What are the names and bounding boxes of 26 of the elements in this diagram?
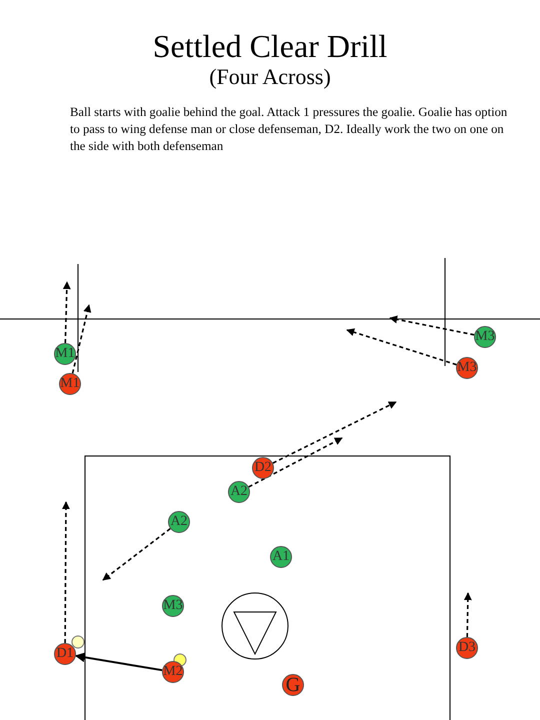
player-marker: A1 <box>270 546 292 568</box>
player-marker: M3 <box>474 326 496 348</box>
player-marker: M2 <box>162 661 184 683</box>
arrow <box>74 652 162 672</box>
player-marker: G <box>282 674 304 696</box>
diagram-title: Settled Clear Drill <box>152 28 388 64</box>
player-marker: M1 <box>59 373 81 395</box>
arrow <box>72 304 92 374</box>
player-marker: D1 <box>54 643 76 665</box>
arrow <box>62 501 70 643</box>
arrow <box>248 437 343 488</box>
player-marker: M1 <box>54 343 76 365</box>
arrow <box>389 316 474 336</box>
player-marker: A2 <box>228 481 250 503</box>
player-marker: D3 <box>456 637 478 659</box>
player-marker: M3 <box>456 357 478 379</box>
arrow <box>102 528 171 581</box>
arrow <box>62 281 71 344</box>
arrow <box>464 592 472 638</box>
arrow <box>272 401 397 464</box>
player-marker: A2 <box>168 511 190 533</box>
subtitle: (Four Across) <box>208 64 332 90</box>
player-marker: M3 <box>162 595 184 617</box>
description-text: Ball starts with goalie behind the goal. Attack 1 pressures the goalie. Goalie has option to pass to wing defense man or close defenseman, D2. Ideally work the two on one on the side with both defenseman <box>70 104 508 155</box>
arrow <box>346 328 457 366</box>
player-marker: D2 <box>252 457 274 479</box>
